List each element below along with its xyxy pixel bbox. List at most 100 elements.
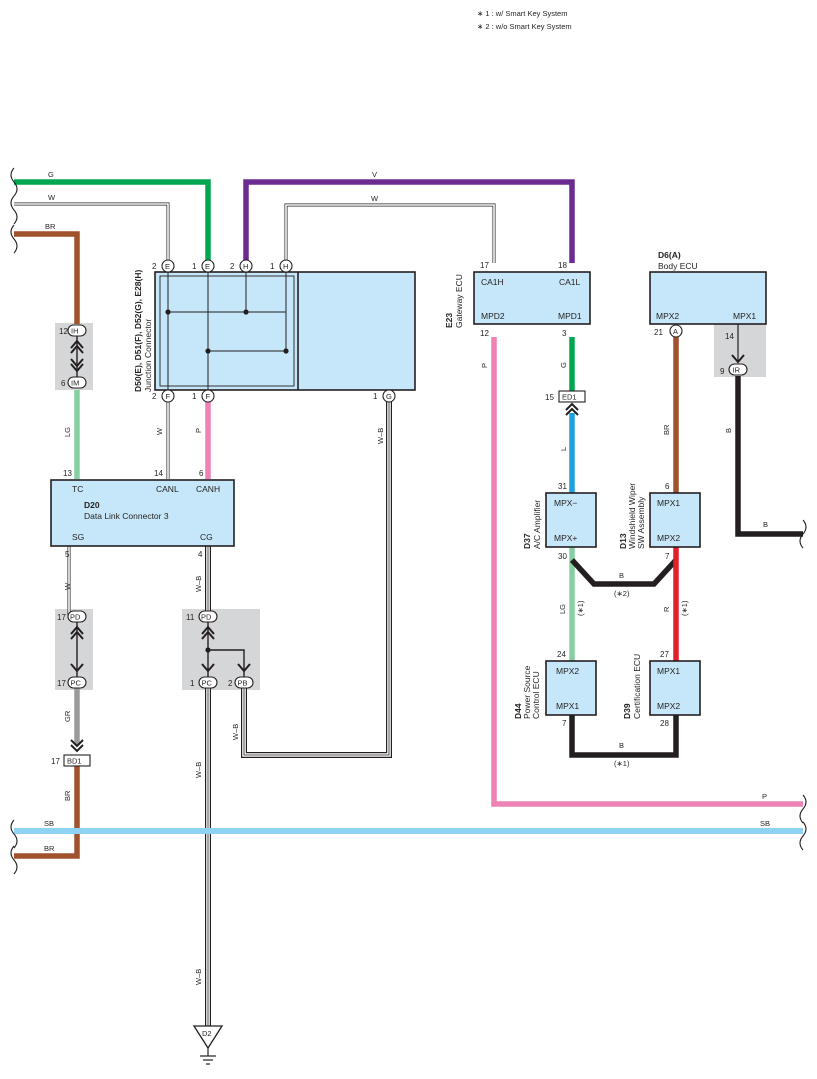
wire-br-top: [14, 231, 80, 324]
gw-ca1l: CA1L: [559, 277, 581, 287]
note-no-smart-key: ∗ 2 : w/o Smart Key System: [477, 22, 572, 31]
ir-splice: 9 IR: [720, 354, 748, 376]
jc-top-id-1: E: [165, 262, 170, 271]
jc-top-conn-3: [239, 259, 253, 273]
cert-mpx2: MPX2: [657, 701, 680, 711]
junction-title: D50(E), D51(F), D52(G), E28(H): [133, 270, 143, 392]
body-conn-a: [669, 324, 683, 338]
pb-mid-id: PB: [238, 679, 248, 688]
wiper-mpx1: MPX1: [657, 498, 680, 508]
jc-bot-conn-1: [161, 389, 175, 403]
pc-left-conn: [67, 676, 87, 689]
jc-top-pin-3: 2: [230, 262, 235, 271]
ground-id: D2: [202, 1029, 212, 1038]
ih-id: IH: [71, 327, 79, 336]
wire-wb-jc-center: [243, 402, 390, 756]
ir-pin: 9: [720, 367, 725, 376]
jc-top-id-3: H: [243, 262, 248, 271]
dlc-pin-5: 5: [65, 550, 70, 559]
junction-subtitle: Junction Connector: [143, 319, 153, 392]
amp-mpx-minus: MPX−: [554, 498, 577, 508]
label-w-dlc: W: [63, 582, 72, 590]
amp-pin-30: 30: [558, 552, 567, 561]
pb-mid-conn: [234, 676, 254, 689]
ih-im-splice: 12 IH 6 IM: [59, 324, 87, 389]
wiper-code: D13: [618, 533, 628, 549]
bd1-box: [63, 754, 91, 767]
jc-bot-id-1: F: [166, 392, 171, 401]
im-conn: [67, 376, 87, 389]
label-b-amp-note: (∗2): [614, 589, 630, 598]
gw-pin-3: 3: [562, 329, 567, 338]
dlc-sg: SG: [72, 532, 84, 542]
wire-v: [243, 179, 575, 263]
gw-mpd1: MPD1: [558, 311, 582, 321]
label-b-amp: B: [619, 571, 624, 580]
wire-b-cert: [569, 715, 679, 758]
power-source-box: [545, 660, 597, 716]
ir-conn: [728, 363, 748, 376]
wire-wb-jc-inner: [242, 402, 391, 757]
jc-bot-pin-1: 2: [152, 392, 157, 401]
jc-bot-conn-2: [201, 389, 215, 403]
label-br-left: BR: [63, 790, 72, 801]
body-pin-14: 14: [725, 332, 734, 341]
label-b-body: B: [724, 428, 733, 433]
pd-pc-left-splice: 17 PD 17 PC: [57, 610, 87, 689]
ps-mpx1: MPX1: [556, 701, 579, 711]
dlc-canl: CANL: [156, 484, 179, 494]
label-r-wiper: R: [662, 606, 671, 612]
dlc-box: [50, 479, 235, 547]
im-pin: 6: [61, 379, 66, 388]
label-b-right: B: [763, 520, 768, 529]
gw-pin-17: 17: [480, 261, 489, 270]
jc-top-id-2: E: [205, 262, 210, 271]
ir-id: IR: [733, 366, 741, 375]
junction-dots: [165, 309, 289, 354]
jc-bot-pin-3: 1: [373, 392, 378, 401]
junction-connector-box: [154, 271, 416, 391]
label-sb-right: SB: [760, 819, 770, 828]
jc-bot-pin-2: 1: [192, 392, 197, 401]
ground-d2: D2: [192, 1025, 224, 1065]
jc-bot-conn-3: [382, 389, 396, 403]
pd-pc-pb-splice: 11 PD 1 PC 2 PB: [186, 610, 254, 689]
ed1-pin: 15: [545, 393, 554, 402]
wiper-name-2: SW Assembly: [636, 496, 646, 549]
pd-mid-pin: 11: [186, 613, 195, 622]
wire-p-right: [491, 337, 803, 807]
wire-br-left: [14, 766, 80, 859]
cert-pin-28: 28: [660, 719, 669, 728]
pb-mid-pin: 2: [228, 679, 233, 688]
dlc-pin-4: 4: [198, 550, 203, 559]
wiper-box: [649, 492, 701, 548]
junction-internal-wiring: [167, 272, 287, 390]
label-r-wiper-note: (∗1): [680, 600, 689, 616]
jc-top-pin-4: 1: [270, 262, 275, 271]
label-w-top2: W: [371, 194, 379, 203]
gateway-name: Gateway ECU: [454, 274, 464, 328]
gw-pin-12: 12: [480, 329, 489, 338]
label-lg-amp: LG: [558, 604, 567, 614]
wire-wb-jc-outer: [241, 402, 392, 758]
pc-mid-conn: [198, 676, 218, 689]
ps-pin-24: 24: [557, 650, 566, 659]
label-gr-left: GR: [63, 710, 72, 722]
label-wb-dlc: W–B: [194, 576, 203, 592]
junction-inner-frame: [159, 275, 295, 387]
label-wb-pb: W–B: [231, 724, 240, 740]
label-g-gw: G: [559, 362, 568, 368]
pc-mid-id: PC: [202, 679, 213, 688]
note-smart-key: ∗ 1 : w/ Smart Key System: [477, 9, 567, 18]
bd1-pin: 17: [51, 757, 60, 766]
dlc-pin-13: 13: [63, 469, 72, 478]
body-mpx1: MPX1: [733, 311, 756, 321]
im-id: IM: [71, 379, 79, 388]
pd-left-id: PD: [70, 613, 81, 622]
ih-pin: 12: [59, 327, 68, 336]
label-v-top: V: [372, 170, 377, 179]
wire-w-top-inner: [14, 203, 169, 263]
body-ecu-box: [649, 271, 767, 325]
